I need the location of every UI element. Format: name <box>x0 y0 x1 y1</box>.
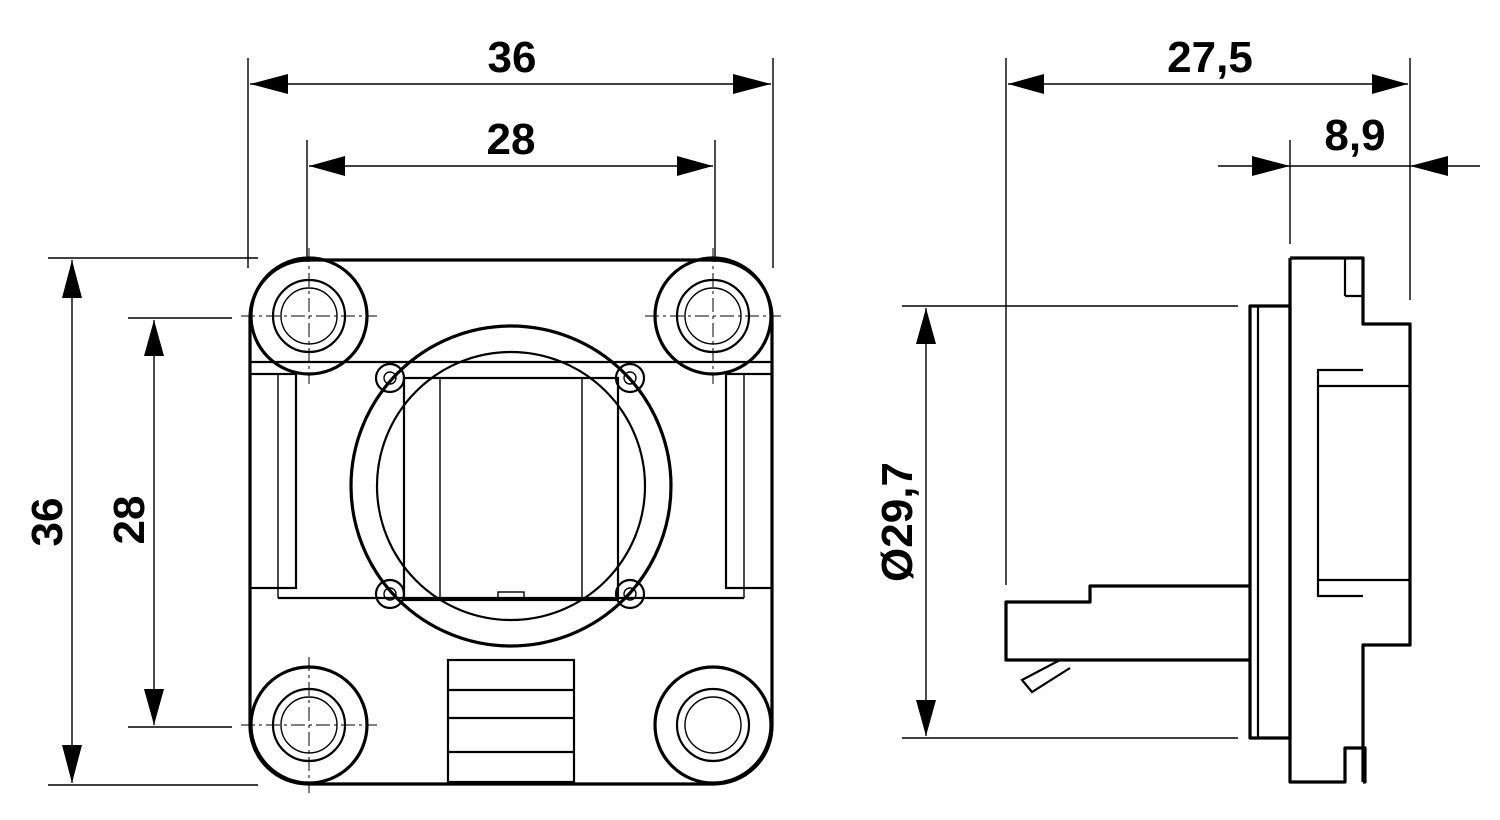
latch-block <box>446 658 576 784</box>
dimension-label-diameter: Ø29,7 <box>873 462 922 582</box>
left-slot <box>248 372 298 598</box>
side-view: 27,5 8,9 Ø29,7 <box>873 33 1480 784</box>
dimension-flange-8-9: 8,9 <box>1218 111 1480 244</box>
dimension-label-height-holes: 28 <box>105 496 154 545</box>
right-slot <box>724 372 774 598</box>
side-gasket <box>1248 304 1292 740</box>
dimension-label-width-holes: 28 <box>487 115 536 164</box>
side-body-step <box>1316 368 1410 598</box>
side-flange-body <box>1288 256 1412 784</box>
hole-center-marks <box>241 248 781 793</box>
side-latch-lever <box>1004 584 1250 662</box>
dimension-width-36: 36 <box>247 33 774 268</box>
dimension-label-flange-thickness: 8,9 <box>1324 111 1385 160</box>
dimension-label-height-outer: 36 <box>23 498 72 547</box>
dimension-label-width-outer: 36 <box>488 33 537 82</box>
dimension-height-28: 28 <box>105 317 232 728</box>
front-view: 36 28 36 28 <box>23 33 781 793</box>
dimension-depth-27-5: 27,5 <box>1005 33 1411 585</box>
dimension-width-28: 28 <box>306 115 716 262</box>
dimension-height-36: 36 <box>23 257 258 786</box>
mounting-hole-bottom-right <box>653 665 773 785</box>
square-opening <box>402 376 620 602</box>
dimension-diameter-29-7: Ø29,7 <box>873 305 1238 739</box>
dimension-label-depth-total: 27,5 <box>1167 33 1253 82</box>
